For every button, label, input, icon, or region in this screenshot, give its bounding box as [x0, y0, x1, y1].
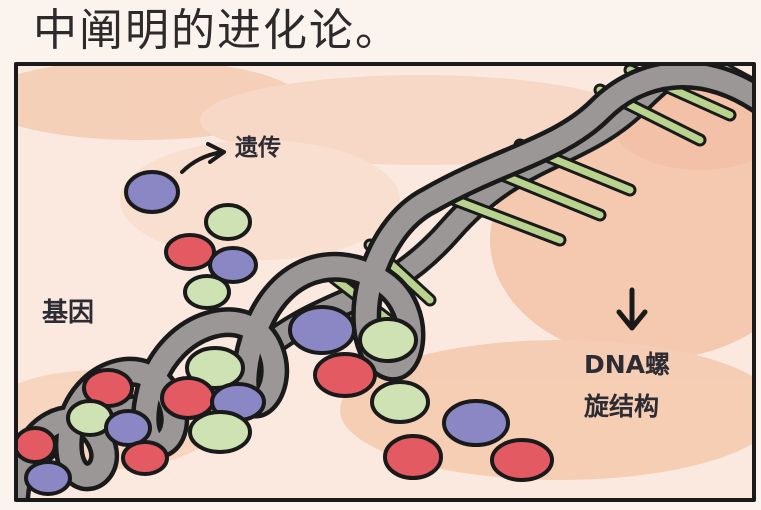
heredity-label: 遗传	[235, 128, 281, 162]
dna-label-line1: DNA螺	[584, 344, 670, 386]
dna-helix-label: DNA螺 旋结构	[584, 344, 670, 428]
dna-label-line2: 旋结构	[584, 386, 670, 428]
gene-label: 基因	[42, 292, 94, 329]
